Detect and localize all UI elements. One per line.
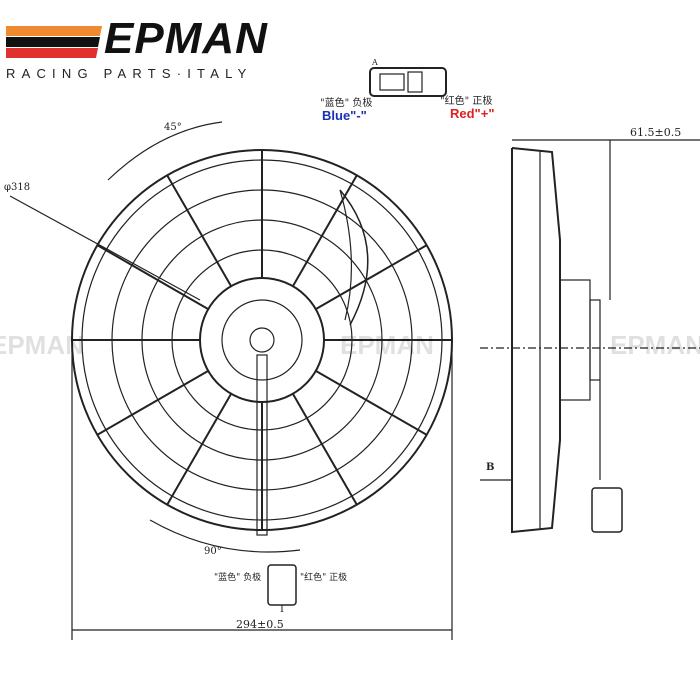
diameter-label: φ318: [4, 182, 31, 193]
depth-label: 61.5±0.5: [630, 126, 682, 139]
width-label: 294±0.5: [236, 618, 284, 631]
angle-top: 45°: [164, 122, 182, 133]
connector-neg-cn: "蓝色" 负极: [320, 98, 373, 109]
watermark: EPMAN: [0, 330, 84, 360]
connector-detail: [369, 67, 447, 97]
brand-logo: EPMAN: [104, 14, 268, 63]
logo-stripes: [6, 26, 102, 58]
brand-tagline: RACING PARTS·ITALY: [6, 66, 253, 81]
section-i: I: [280, 604, 284, 615]
watermark: EPMAN: [610, 330, 700, 360]
wire-pos-label: "红色" 正极: [300, 573, 348, 583]
section-b: B: [486, 462, 495, 473]
wire-neg-label: "蓝色" 负极: [214, 573, 262, 583]
front-view: [9, 121, 453, 640]
connector-pos-cn: "红色" 正极: [440, 96, 493, 107]
angle-bottom: 90°: [204, 546, 222, 557]
connector-pos-label: Red"+": [450, 106, 495, 121]
connector-label-a: A: [372, 58, 378, 67]
connector-neg-label: Blue"-": [322, 108, 367, 123]
side-view: [480, 139, 700, 534]
watermark: EPMAN: [340, 330, 434, 360]
